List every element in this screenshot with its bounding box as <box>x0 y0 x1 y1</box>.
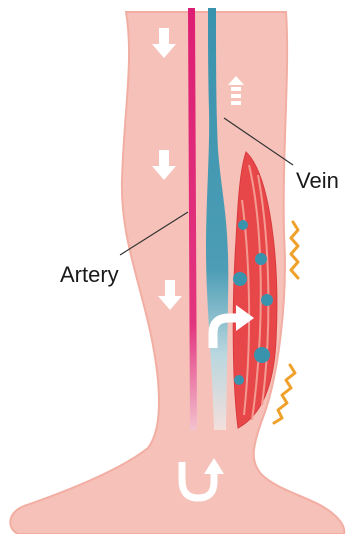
vein-label: Vein <box>296 168 339 193</box>
artery-label: Artery <box>60 262 119 287</box>
